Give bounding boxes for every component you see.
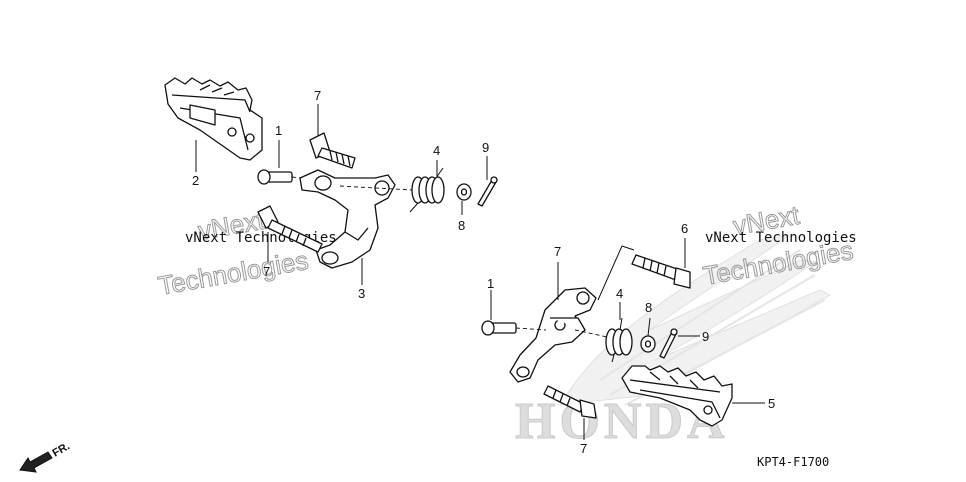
leader-bolt-axis-right — [597, 245, 635, 301]
bolt-lower-left-part-7 — [257, 205, 323, 253]
callout-7a: 7 — [314, 88, 321, 103]
bolt-top-right-part-7 — [631, 254, 691, 289]
bracket-left-part-3 — [299, 169, 396, 269]
callout-8b: 8 — [645, 300, 652, 315]
callout-6: 7 — [554, 244, 561, 259]
watermark-technologies-left: Technologies — [156, 245, 311, 301]
callout-7c: 6 — [681, 221, 688, 236]
callout-7b: 7 — [263, 264, 270, 279]
bracket-right-part-6 — [509, 287, 597, 383]
dash-pin-right — [515, 327, 547, 331]
callout-9a: 9 — [482, 140, 489, 155]
spring-right-part-4 — [605, 317, 633, 363]
cotter-pin-left-part-9 — [477, 176, 498, 207]
callout-7d: 7 — [580, 441, 587, 456]
callout-8a: 8 — [458, 218, 465, 233]
leader-8b — [647, 317, 651, 337]
spring-left-part-4 — [409, 167, 445, 213]
callout-4b: 4 — [616, 286, 623, 301]
watermark-vnext-technologies-right: vNext Technologies — [705, 230, 857, 246]
washer-right-part-8 — [640, 335, 656, 353]
callout-9b: 9 — [702, 329, 709, 344]
footpeg-left-part-2 — [164, 77, 263, 161]
callout-5: 5 — [768, 396, 775, 411]
callout-4a: 4 — [433, 143, 440, 158]
front-label: FR. — [51, 440, 72, 459]
bolt-bottom-right-part-7 — [543, 385, 597, 419]
dash-axis-left — [339, 185, 413, 191]
bolt-top-left-part-7 — [309, 132, 356, 169]
callout-1a: 1 — [275, 123, 282, 138]
pin-right-part-1 — [481, 320, 517, 336]
callout-3: 3 — [358, 286, 365, 301]
drawing-code: KPT4-F1700 — [757, 455, 829, 469]
callout-1b: 1 — [487, 276, 494, 291]
pin-left-part-1 — [257, 169, 293, 185]
washer-left-part-8 — [456, 183, 472, 201]
dash-axis-right — [574, 329, 613, 339]
callout-2: 2 — [192, 173, 199, 188]
cotter-pin-right-part-9 — [659, 328, 678, 359]
footpeg-right-part-5 — [621, 365, 733, 427]
front-arrow-icon — [19, 451, 53, 473]
